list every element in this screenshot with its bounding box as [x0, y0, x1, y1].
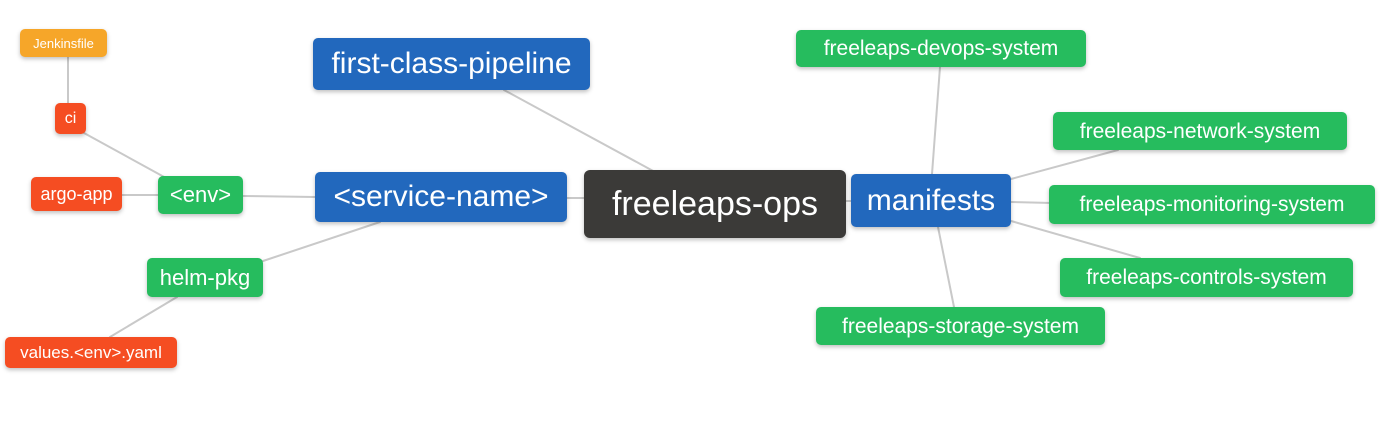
edge-manifests-to-freeleaps-devops-system	[931, 66, 941, 175]
node-helm-pkg[interactable]: helm-pkg	[147, 258, 263, 297]
node-freeleaps-monitoring-system[interactable]: freeleaps-monitoring-system	[1049, 185, 1375, 224]
node-freeleaps-ops[interactable]: freeleaps-ops	[584, 170, 846, 238]
edge-manifests-to-freeleaps-network-system	[1010, 149, 1119, 180]
node-freeleaps-controls-system[interactable]: freeleaps-controls-system	[1060, 258, 1353, 297]
node-env[interactable]: <env>	[158, 176, 243, 214]
edge-manifests-to-freeleaps-controls-system	[1010, 220, 1141, 259]
node-jenkinsfile[interactable]: Jenkinsfile	[20, 29, 107, 57]
node-service-name[interactable]: <service-name>	[315, 172, 567, 222]
node-freeleaps-devops-system[interactable]: freeleaps-devops-system	[796, 30, 1086, 67]
node-values-env-yaml[interactable]: values.<env>.yaml	[5, 337, 177, 368]
node-ci[interactable]: ci	[55, 103, 86, 134]
node-freeleaps-network-system[interactable]: freeleaps-network-system	[1053, 112, 1347, 150]
edge-ci-to-env	[83, 132, 167, 179]
edge-values-env-yaml-to-helm-pkg	[109, 296, 178, 338]
edge-manifests-to-freeleaps-storage-system	[937, 226, 955, 308]
node-argo-app[interactable]: argo-app	[31, 177, 122, 211]
node-manifests[interactable]: manifests	[851, 174, 1011, 227]
edge-env-to-service-name	[242, 195, 316, 198]
edge-manifests-to-freeleaps-monitoring-system	[1010, 201, 1053, 204]
node-freeleaps-storage-system[interactable]: freeleaps-storage-system	[816, 307, 1105, 345]
edge-helm-pkg-to-service-name	[262, 221, 381, 262]
edge-first-class-pipeline-to-freeleaps-ops	[503, 89, 656, 173]
node-first-class-pipeline[interactable]: first-class-pipeline	[313, 38, 590, 90]
